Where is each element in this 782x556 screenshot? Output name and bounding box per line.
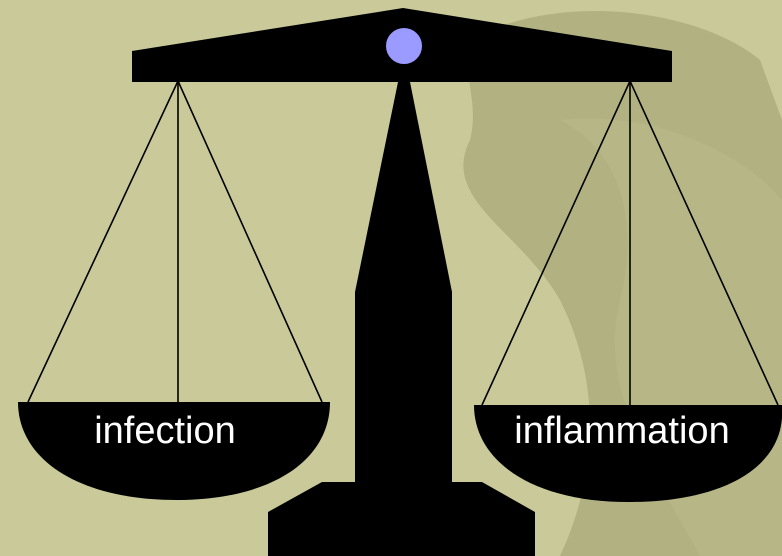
right-pan-label: inflammation xyxy=(514,410,729,452)
pivot-knob xyxy=(385,27,423,65)
scale-base xyxy=(268,482,535,556)
left-pan-label: infection xyxy=(94,410,236,452)
